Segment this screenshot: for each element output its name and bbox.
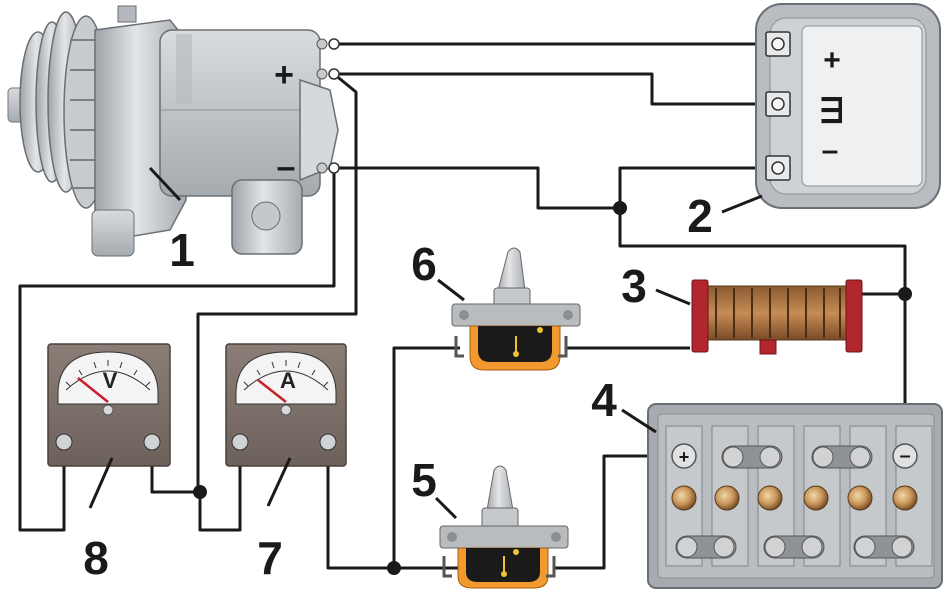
wire-alt-minus: [334, 166, 620, 210]
wire-alt-plus-to-ammeter: [196, 72, 358, 492]
label-alternator: 1: [169, 224, 195, 276]
label-voltmeter: 8: [83, 532, 109, 584]
junction-dot: [613, 201, 627, 215]
junction-dots: [193, 201, 912, 575]
wire-ammeter-left: [198, 442, 242, 532]
label-ammeter: 7: [257, 532, 283, 584]
toggle-switch-top[interactable]: [437, 247, 581, 371]
label-switch-top: 6: [411, 238, 437, 290]
wire-switch6-left: [392, 346, 460, 568]
wire-minus-bus: [618, 208, 907, 294]
alternator: + –: [7, 5, 340, 257]
wire-alt-to-reg-field: [334, 72, 777, 106]
wire-reg-minus: [618, 166, 777, 208]
voltage-regulator: + Ш –: [721, 3, 941, 214]
battery-plus-sign: +: [679, 447, 690, 467]
junction-dot: [193, 485, 207, 499]
label-resistor: 3: [621, 260, 647, 312]
ammeter: A: [225, 343, 347, 507]
ammeter-letter: A: [280, 368, 296, 393]
battery: + –: [621, 403, 943, 589]
wire-alt-to-voltmeter: [18, 168, 336, 532]
battery-minus-sign: –: [899, 445, 910, 467]
wire-switch5-to-battery-plus: [554, 454, 680, 570]
alternator-plus-sign: +: [274, 56, 294, 94]
regulator-minus-sign: –: [822, 134, 839, 167]
regulator-field-sign: Ш: [816, 95, 849, 125]
toggle-switch-bottom[interactable]: [434, 465, 569, 589]
regulator-plus-sign: +: [823, 44, 841, 77]
junction-dot: [898, 287, 912, 301]
voltmeter: V: [47, 343, 171, 509]
wire-ammeter-to-switch5: [326, 442, 458, 570]
junction-dot: [387, 561, 401, 575]
alternator-minus-sign: –: [277, 148, 296, 186]
label-regulator: 2: [687, 190, 713, 242]
label-battery: 4: [591, 374, 617, 426]
wires: [18, 42, 907, 570]
resistor: [655, 279, 863, 355]
label-switch-bottom: 5: [411, 454, 437, 506]
voltmeter-letter: V: [103, 368, 118, 393]
